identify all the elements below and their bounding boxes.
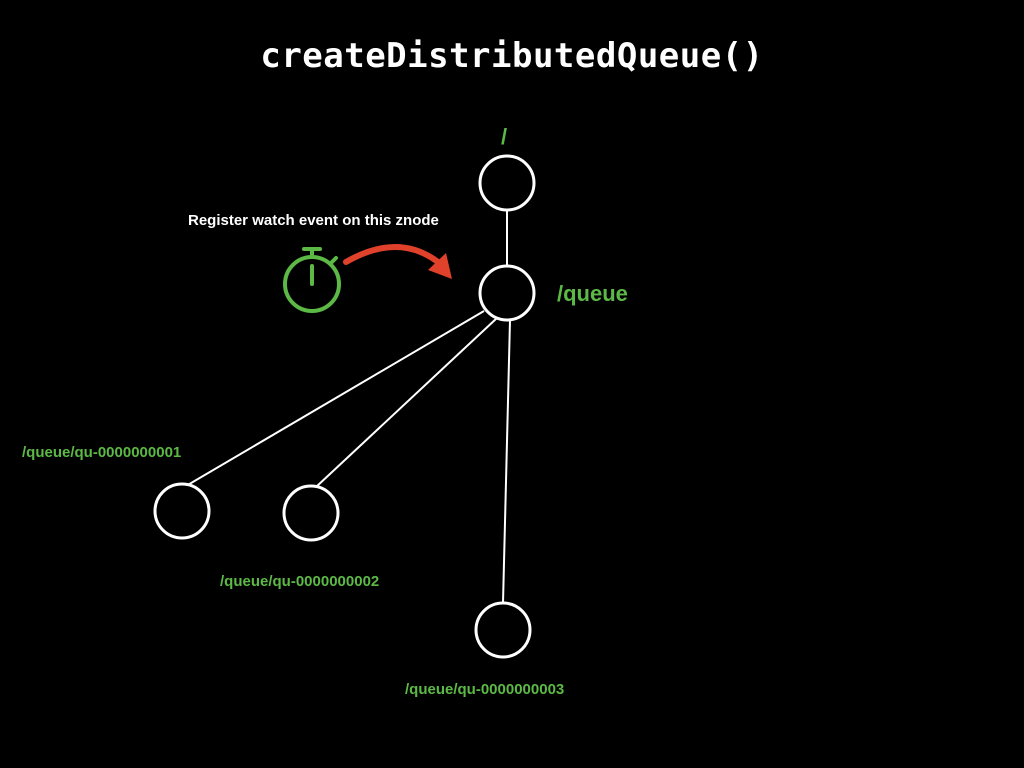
slide-title: createDistributedQueue() — [260, 36, 764, 76]
stopwatch-icon — [283, 247, 341, 313]
queue-node-label: /queue — [557, 281, 628, 306]
root-node-label: / — [501, 124, 508, 149]
child-1-node-label: /queue/qu-0000000001 — [22, 444, 182, 461]
child-2-node-label: /queue/qu-0000000002 — [220, 573, 380, 590]
child-3-node-label: /queue/qu-0000000003 — [405, 681, 565, 698]
znode-child-2 — [282, 484, 340, 542]
watch-annotation: Register watch event on this znode — [188, 212, 439, 229]
znode-child-3 — [474, 601, 532, 659]
znode-root — [478, 154, 536, 212]
curved-arrow-icon — [343, 244, 452, 279]
znode-queue — [478, 264, 536, 322]
edge-queue-child-3 — [502, 319, 511, 604]
edge-queue-child-2 — [315, 317, 498, 488]
znode-child-1 — [153, 482, 211, 540]
edge-queue-child-1 — [185, 310, 485, 487]
